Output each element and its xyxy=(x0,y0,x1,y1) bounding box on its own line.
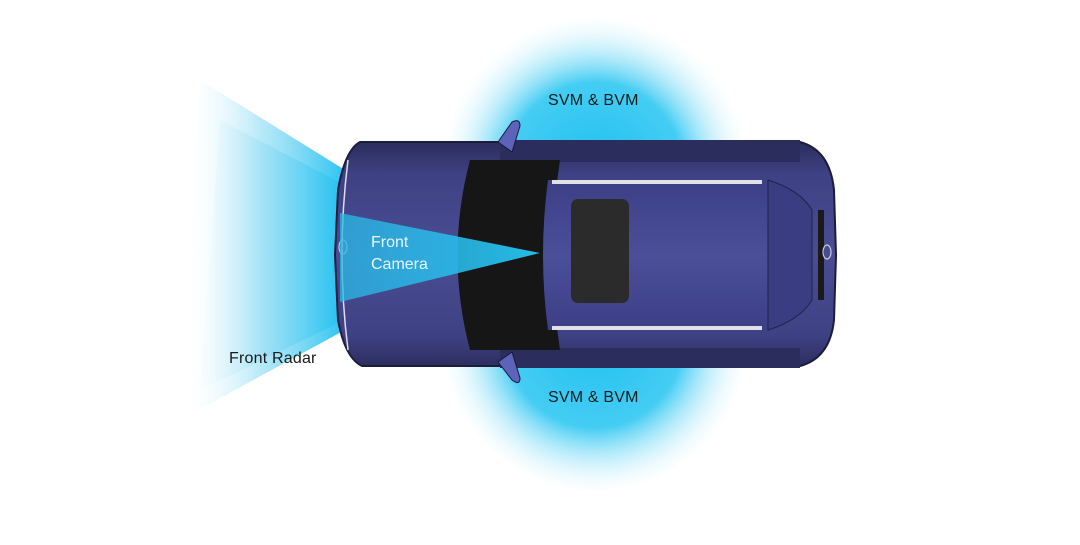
brand-logo-rear-icon xyxy=(822,244,832,260)
front-camera-label-line2: Camera xyxy=(371,256,428,273)
front-radar-zone xyxy=(180,80,345,420)
svm-bvm-bottom-label: SVM & BVM xyxy=(548,389,639,406)
front-camera-zone xyxy=(340,213,540,302)
front-camera-label-line1: Front xyxy=(371,234,409,251)
svm-bvm-top-label: SVM & BVM xyxy=(548,92,639,109)
front-radar-label: Front Radar xyxy=(229,350,317,367)
front-camera-label: Front Camera xyxy=(371,232,428,276)
